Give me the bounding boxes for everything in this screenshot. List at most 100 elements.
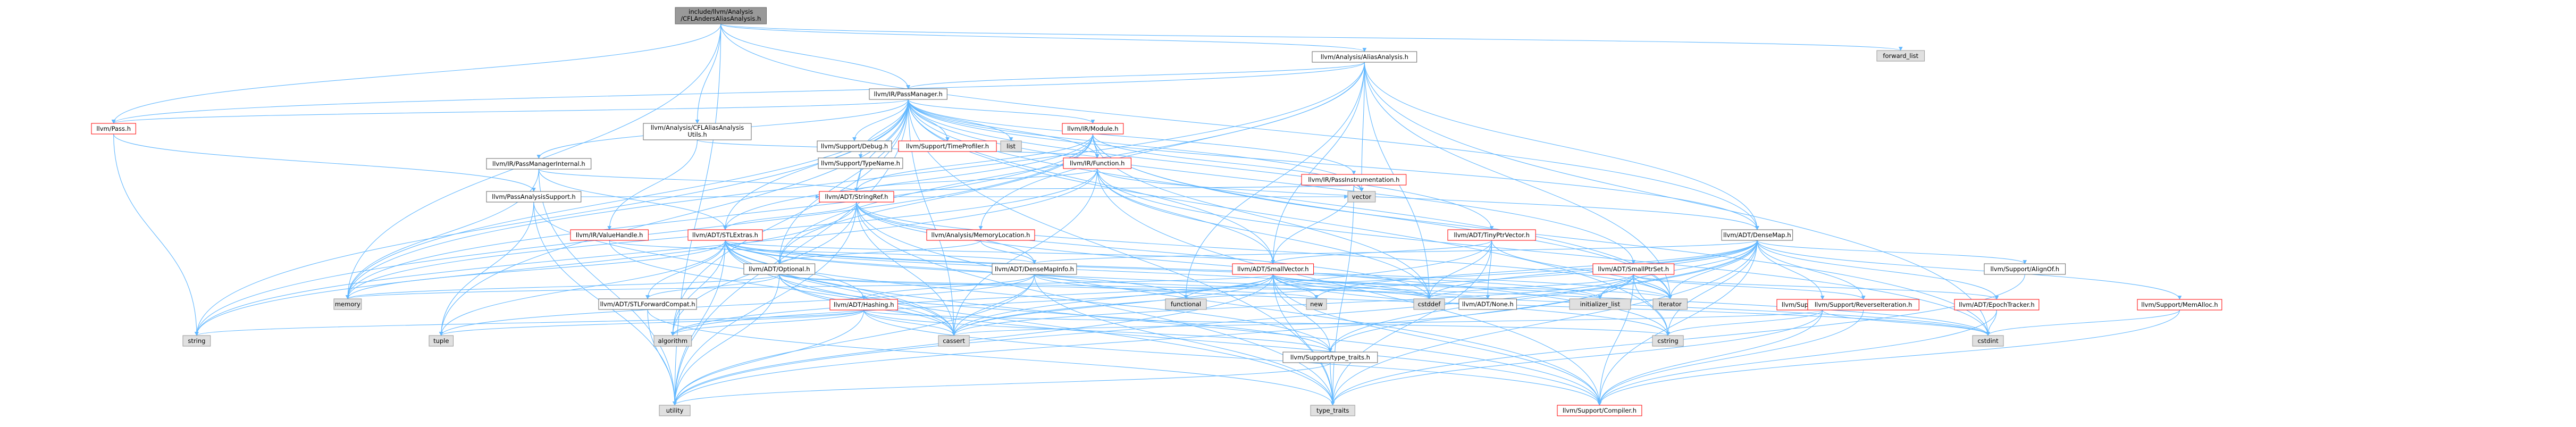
node-reverseiter[interactable]: llvm/Support/ReverseIteration.h <box>1807 299 1919 311</box>
edge-tinyptr-to-iterator <box>1491 240 1673 299</box>
node-passinstr[interactable]: llvm/IR/PassInstrumentation.h <box>1301 174 1407 186</box>
node-memloc[interactable]: llvm/Analysis/MemoryLocation.h <box>926 229 1035 241</box>
node-function-label: llvm/IR/Function.h <box>1070 160 1125 167</box>
node-epoch[interactable]: llvm/ADT/EpochTracker.h <box>1954 299 2040 311</box>
edge-memalloc-to-cstdint <box>1986 309 2180 336</box>
node-stringref[interactable]: llvm/ADT/StringRef.h <box>819 191 894 203</box>
node-pmint[interactable]: llvm/IR/PassManagerInternal.h <box>486 158 592 170</box>
node-cstddef-box <box>1413 298 1445 310</box>
edge-densemap-to-utility <box>673 240 1758 406</box>
node-module[interactable]: llvm/IR/Module.h <box>1062 123 1124 135</box>
edge-pm-to-cstring <box>908 99 1670 336</box>
node-stlextras-label: llvm/ADT/STLExtras.h <box>692 231 758 239</box>
node-smallvector-label: llvm/ADT/SmallVector.h <box>1237 265 1308 273</box>
edge-aa-to-functional <box>1184 62 1365 299</box>
node-stlfwd-label: llvm/ADT/STLForwardCompat.h <box>600 300 695 308</box>
node-optional[interactable]: llvm/ADT/Optional.h <box>743 263 816 275</box>
node-typetraits-llvm[interactable]: llvm/Support/type_traits.h <box>1282 351 1378 363</box>
node-fwdlist: forward_list <box>1876 50 1925 62</box>
node-smallptrset[interactable]: llvm/ADT/SmallPtrSet.h <box>1592 263 1675 275</box>
node-compiler[interactable]: llvm/Support/Compiler.h <box>1557 405 1642 416</box>
edge-cflutils-to-valuehandle <box>607 139 698 230</box>
node-hashing[interactable]: llvm/ADT/Hashing.h <box>829 299 898 311</box>
node-alignof-box <box>1984 263 2066 275</box>
node-root[interactable]: include/llvm/Analysis/CFLAndersAliasAnal… <box>675 7 767 24</box>
edge-root-to-pass <box>111 23 721 124</box>
edge-stlextras-to-initlist <box>725 240 1602 299</box>
edge-densemap-to-memalloc <box>1757 240 2182 300</box>
edge-stlfwd-to-type-traits <box>647 309 1335 406</box>
edge-smallvector-to-typetraits-llvm <box>1272 274 1332 353</box>
edge-stringref-to-type-traits <box>856 202 1335 406</box>
edge-smallptrset-to-epoch <box>1633 274 1999 300</box>
edge-pm-to-smallvector <box>908 99 1276 264</box>
edge-hashing-to-compiler <box>863 309 1602 406</box>
node-iterator-label: iterator <box>1659 300 1682 308</box>
node-utility: utility <box>659 405 691 416</box>
edge-pm-to-tinyptr <box>908 99 1494 230</box>
node-hashing-label: llvm/ADT/Hashing.h <box>834 301 894 308</box>
edge-memalloc-to-compiler <box>1597 309 2180 406</box>
node-initlist: initializer_list <box>1569 298 1631 310</box>
node-memalloc-box <box>2137 299 2222 311</box>
node-smallptrset-label: llvm/ADT/SmallPtrSet.h <box>1598 265 1669 273</box>
edge-tinyptr-to-none <box>1486 240 1492 299</box>
node-typename-label: llvm/Support/TypeName.h <box>821 160 900 167</box>
node-timeprof[interactable]: llvm/Support/TimeProfiler.h <box>898 140 997 152</box>
node-functional-label: functional <box>1171 300 1201 308</box>
edge-smallvector-to-functional <box>1184 274 1273 299</box>
node-iterator-box <box>1652 298 1688 310</box>
edge-aa-to-densemap <box>1364 62 1759 230</box>
edge-smallvector-to-type-traits <box>1272 274 1335 406</box>
edge-aa-to-pass <box>112 62 1365 124</box>
node-vector-box <box>1347 191 1376 203</box>
node-cflutils-label: llvm/Analysis/CFLAliasAnalysis <box>651 124 744 131</box>
node-hashing-box <box>829 299 898 311</box>
node-stlextras-box <box>687 229 763 241</box>
node-stlfwd[interactable]: llvm/ADT/STLForwardCompat.h <box>598 298 697 310</box>
edge-pm-to-densemap <box>908 99 1759 230</box>
edge-hashing-to-typetraits-llvm <box>863 309 1332 353</box>
node-pas-label: llvm/PassAnalysisSupport.h <box>492 193 576 200</box>
edge-function-to-cstdint <box>1097 168 1990 336</box>
node-module-label: llvm/IR/Module.h <box>1067 125 1118 132</box>
edge-optional-to-utility <box>673 274 780 406</box>
edge-stlextras-to-cstddef <box>725 240 1431 299</box>
edge-pm-to-cassert <box>908 99 956 336</box>
edge-hashing-to-utility <box>673 309 865 406</box>
node-pas[interactable]: llvm/PassAnalysisSupport.h <box>486 191 582 203</box>
node-string-box <box>182 335 211 347</box>
node-memalloc[interactable]: llvm/Support/MemAlloc.h <box>2137 299 2222 311</box>
node-typename-box <box>818 157 903 169</box>
node-valuehandle[interactable]: llvm/IR/ValueHandle.h <box>570 229 649 241</box>
edge-root-to-cflutils <box>695 23 721 124</box>
node-smallvector[interactable]: llvm/ADT/SmallVector.h <box>1232 263 1314 275</box>
edge-function-to-stringref <box>854 168 1098 192</box>
node-densemapinfo[interactable]: llvm/ADT/DenseMapInfo.h <box>992 263 1077 275</box>
node-pass[interactable]: llvm/Pass.h <box>91 123 136 135</box>
node-aa[interactable]: llvm/Analysis/AliasAnalysis.h <box>1312 51 1417 63</box>
node-utility-label: utility <box>666 407 684 414</box>
node-pm[interactable]: llvm/IR/PassManager.h <box>869 88 947 100</box>
node-tuple-box <box>429 335 454 347</box>
node-alignof[interactable]: llvm/Support/AlignOf.h <box>1984 263 2066 275</box>
node-none[interactable]: llvm/ADT/None.h <box>1458 298 1517 310</box>
node-typename[interactable]: llvm/Support/TypeName.h <box>818 157 903 169</box>
node-fwdlist-box <box>1876 50 1925 62</box>
node-densemap[interactable]: llvm/ADT/DenseMap.h <box>1721 229 1793 241</box>
edge-smallvector-to-initlist <box>1272 274 1602 299</box>
edge-pm-to-type-traits <box>908 99 1335 406</box>
node-function[interactable]: llvm/IR/Function.h <box>1063 157 1131 169</box>
edge-smallvector-to-compiler <box>1272 274 1602 406</box>
node-tinyptr[interactable]: llvm/ADT/TinyPtrVector.h <box>1447 229 1536 241</box>
node-stlextras[interactable]: llvm/ADT/STLExtras.h <box>687 229 763 241</box>
node-smallptrset-box <box>1592 263 1675 275</box>
edge-root-to-fwdlist <box>720 23 1903 51</box>
edge-smallvector-to-memory <box>346 274 1273 299</box>
node-debug[interactable]: llvm/Support/Debug.h <box>817 140 892 152</box>
edge-smallptrset-to-cstring <box>1633 274 1670 336</box>
node-string-label: string <box>188 337 205 345</box>
node-pmint-label: llvm/IR/PassManagerInternal.h <box>492 160 585 168</box>
